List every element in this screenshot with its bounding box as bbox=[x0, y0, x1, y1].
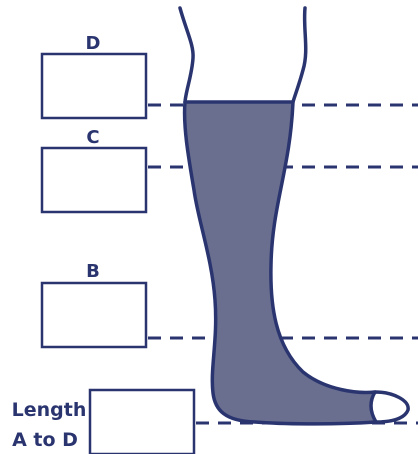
label-c: C bbox=[86, 127, 99, 148]
stocking-shape bbox=[185, 102, 376, 424]
measurement-box-length[interactable] bbox=[90, 390, 194, 454]
measurement-boxes bbox=[42, 54, 194, 454]
label-d: D bbox=[86, 33, 101, 54]
label-b: B bbox=[86, 261, 100, 282]
measurement-box-b[interactable] bbox=[42, 283, 146, 347]
leg-front-outline bbox=[293, 8, 306, 102]
measurement-box-d[interactable] bbox=[42, 54, 146, 118]
toe-outline bbox=[371, 392, 408, 422]
label-length-line2: A to D bbox=[12, 429, 78, 451]
label-length-line1: Length bbox=[12, 399, 87, 421]
leg-outline bbox=[180, 8, 306, 102]
measurement-box-c[interactable] bbox=[42, 148, 146, 212]
leg-back-outline bbox=[180, 8, 193, 102]
